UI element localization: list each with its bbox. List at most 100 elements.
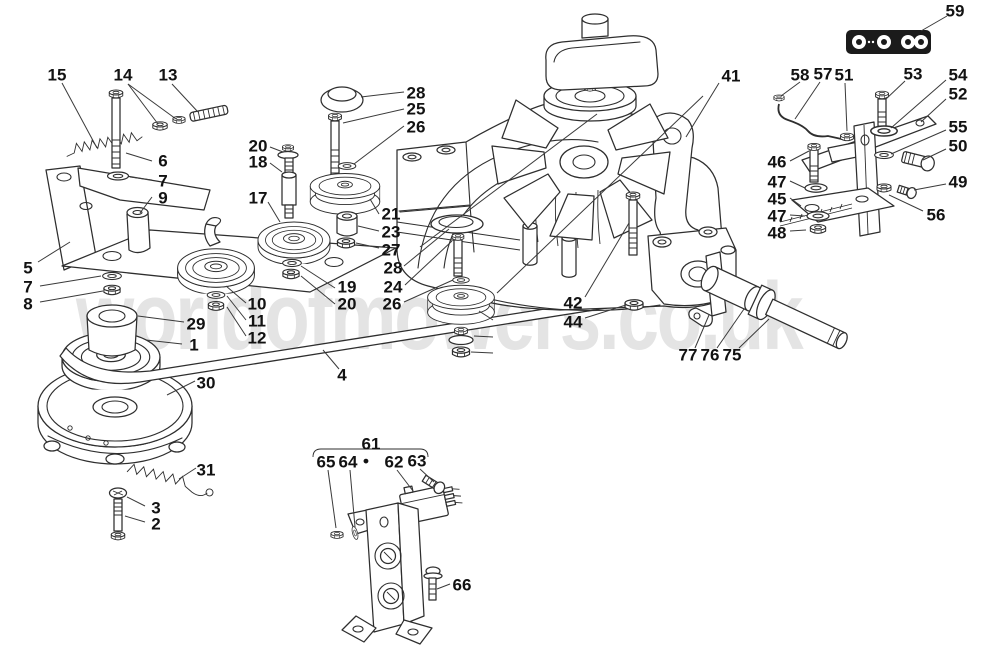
leader-line <box>403 279 454 303</box>
leader-line <box>789 180 806 189</box>
spring-15 <box>66 131 143 157</box>
leader-line <box>885 80 906 100</box>
leader-line <box>126 496 146 507</box>
idler-pulley-10-stack <box>178 217 255 311</box>
leader-line <box>844 82 848 132</box>
leader-line <box>139 196 153 214</box>
leader-line <box>349 469 356 528</box>
leader-line <box>267 201 281 223</box>
leader-line <box>300 275 336 305</box>
leader-line <box>127 83 159 125</box>
idler-pulley-21b-stack <box>428 214 495 357</box>
leader-line <box>780 81 801 97</box>
leader-line <box>478 310 494 321</box>
bolt-46 <box>808 143 820 183</box>
leader-line <box>178 467 197 480</box>
idler-pulley-17-stack <box>258 145 330 279</box>
washer-19 <box>283 259 302 266</box>
stud-13 <box>189 104 229 122</box>
leader-line <box>342 108 405 124</box>
leader-line <box>129 176 153 181</box>
leader-line <box>61 82 98 149</box>
cap-28 <box>320 86 364 113</box>
mounting-arm <box>651 112 705 251</box>
nut-51 <box>841 133 854 141</box>
clutch-spring-31 <box>126 463 214 497</box>
bracket-61 <box>365 502 405 633</box>
transmission-assembly <box>396 13 737 312</box>
leader-line <box>419 468 435 483</box>
hardware-top-left <box>66 90 229 295</box>
leader-line <box>922 148 947 161</box>
leader-line <box>300 265 336 289</box>
nut-44 <box>625 300 643 310</box>
leader-line <box>436 583 451 590</box>
control-lever-assembly <box>774 91 937 237</box>
washer-55 <box>875 151 894 158</box>
screw-20 <box>282 145 293 151</box>
nut-8 <box>104 285 120 294</box>
nut-27b <box>452 347 469 357</box>
leader-line <box>404 240 453 286</box>
leader-line <box>403 228 450 267</box>
leader-line <box>137 315 185 323</box>
leader-line <box>226 295 247 321</box>
screw-49 <box>896 184 917 200</box>
bolt-6 <box>109 90 123 169</box>
leader-line <box>794 81 821 120</box>
leader-line <box>127 83 177 120</box>
leader-line <box>357 225 380 232</box>
leader-line <box>145 339 183 345</box>
bypass-handle <box>545 13 659 91</box>
leader-line <box>473 335 494 338</box>
electric-clutch-assembly <box>37 304 214 540</box>
leader-line <box>166 380 196 396</box>
pulley-10 <box>178 249 255 295</box>
leader-line <box>353 125 405 165</box>
nut-65 <box>331 531 343 538</box>
pulley-17 <box>258 222 330 265</box>
leader-line <box>584 222 630 298</box>
leader-line <box>789 229 807 232</box>
washer-7 <box>108 172 129 180</box>
axle-shaft-assembly <box>688 251 848 350</box>
nut-56 <box>877 184 891 192</box>
nut-14 <box>153 122 167 130</box>
hub-29 <box>86 304 138 357</box>
nut-20 <box>283 269 299 278</box>
leader-line <box>322 349 340 370</box>
leader-line <box>124 515 146 523</box>
leader-line <box>360 91 405 98</box>
leader-line <box>225 285 247 304</box>
cap-28b <box>430 214 484 234</box>
leader-line <box>496 95 704 294</box>
leader-line <box>913 183 947 191</box>
pulley-21 <box>310 174 380 215</box>
leader-line <box>39 275 102 287</box>
nut-48 <box>810 224 825 233</box>
leader-line <box>226 306 247 337</box>
leader-line <box>327 469 337 529</box>
leader-line <box>269 146 284 153</box>
spacer-23 <box>336 211 358 237</box>
leader-line <box>125 152 153 162</box>
washer-47b <box>807 212 829 220</box>
nut-27 <box>337 238 354 248</box>
leader-line <box>738 318 770 349</box>
screw-3 <box>108 487 128 499</box>
washer-7b <box>103 272 122 279</box>
leader-line <box>355 242 380 249</box>
washer-54 <box>871 126 897 136</box>
connector-59 <box>846 30 931 54</box>
idler-pulley-21a-stack <box>310 86 380 248</box>
microswitch-bracket-assembly <box>312 448 463 645</box>
leader-line <box>685 82 720 138</box>
leader-line <box>890 79 947 129</box>
bolt-53 <box>876 91 889 130</box>
leader-line <box>269 162 283 173</box>
leader-line <box>470 351 494 354</box>
screw-50 <box>901 151 935 172</box>
leader-lines <box>37 15 948 590</box>
nut-22 <box>455 327 468 335</box>
